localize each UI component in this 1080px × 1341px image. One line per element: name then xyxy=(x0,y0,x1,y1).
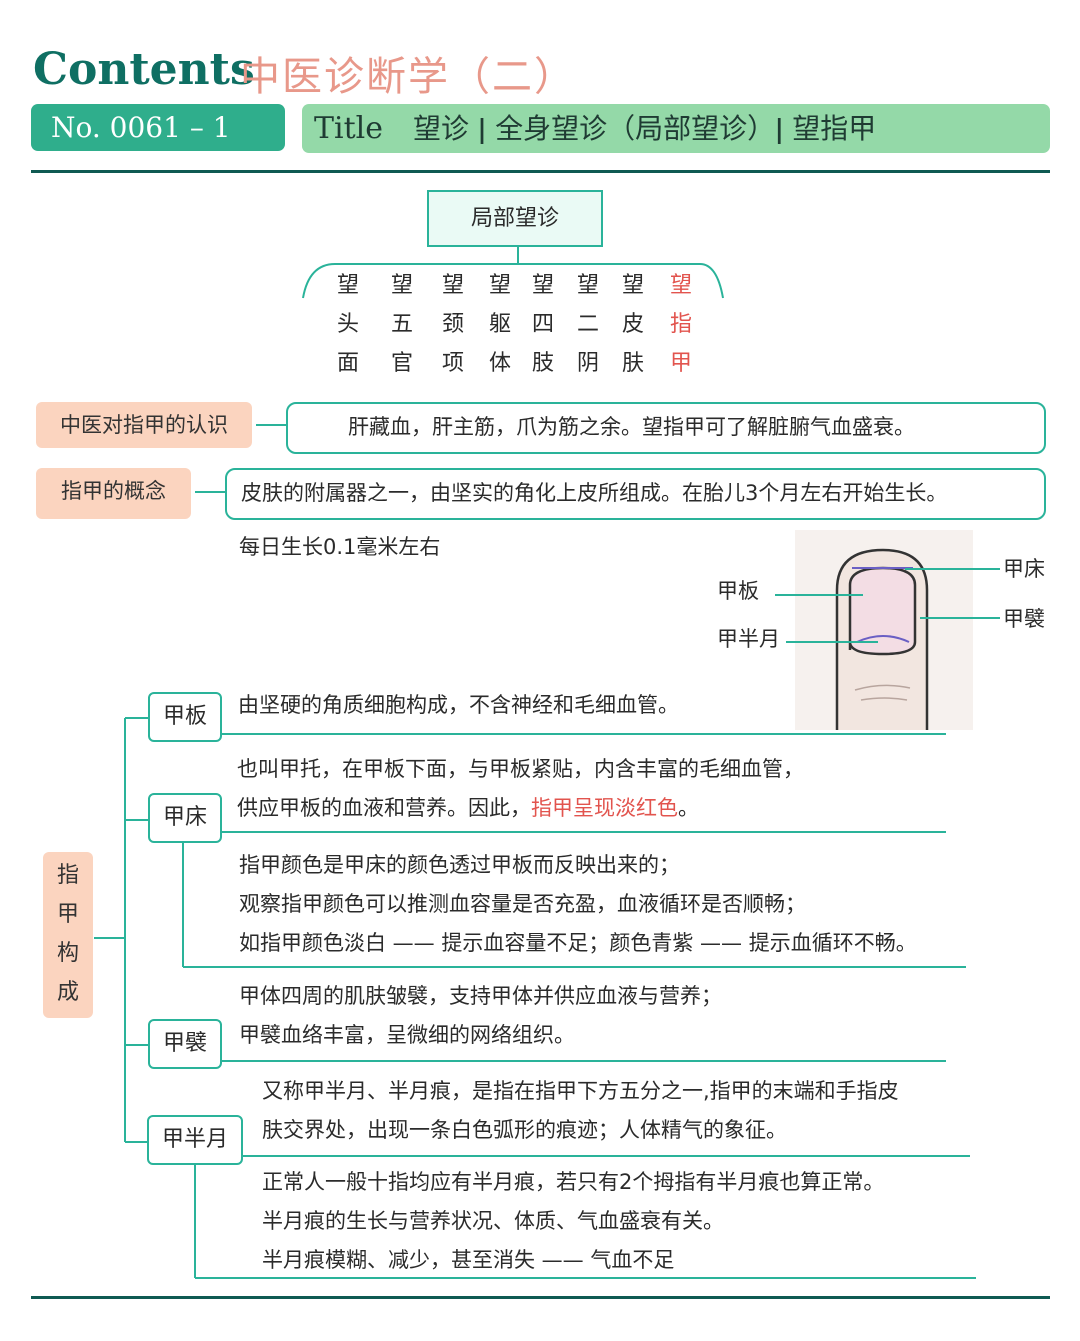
branch-column: 望五官 xyxy=(387,266,417,383)
growth-rate-text: 每日生长0.1毫米左右 xyxy=(239,535,441,559)
branch-char: 肢 xyxy=(531,351,554,376)
branch-char: 四 xyxy=(531,312,554,337)
footer-divider xyxy=(31,1296,1050,1299)
nail-plate-label: 甲板 xyxy=(717,579,759,603)
connector-line xyxy=(195,491,225,493)
branch-char: 五 xyxy=(390,312,413,337)
nail-bed-label: 甲床 xyxy=(1003,557,1045,581)
branch-column: 望头面 xyxy=(333,266,363,383)
branch-column: 望四肢 xyxy=(528,266,558,383)
branch-column: 望颈项 xyxy=(438,266,468,383)
lunula-sub-line: 半月痕的生长与营养状况、体质、气血盛衰有关。 xyxy=(262,1209,724,1233)
title-label: Title xyxy=(314,111,384,146)
pointer-line xyxy=(920,617,1000,619)
branch-char: 颈 xyxy=(441,312,464,337)
pointer-line xyxy=(775,594,863,596)
branch-char: 体 xyxy=(488,351,511,376)
subject-title: 中医诊断学（二） xyxy=(240,54,576,100)
nail-bed-sub-line: 观察指甲颜色可以推测血容量是否充盈，血液循环是否顺畅； xyxy=(239,892,806,916)
branch-char: 肤 xyxy=(621,351,644,376)
root-node: 局部望诊 xyxy=(427,190,603,247)
branch-char: 望 xyxy=(441,273,464,298)
nail-bed-desc-line: 供应甲板的血液和营养。因此，指甲呈现淡红色。 xyxy=(237,789,699,828)
branch-column: 望躯体 xyxy=(485,266,515,383)
branch-char: 望 xyxy=(621,273,644,298)
node-lunula: 甲半月 xyxy=(147,1115,243,1165)
branch-char: 望 xyxy=(531,273,554,298)
branch-char: 望 xyxy=(488,273,511,298)
node-nail-plate: 甲板 xyxy=(148,692,222,742)
pointer-line xyxy=(786,641,878,643)
structure-title-char: 甲 xyxy=(56,902,79,927)
lunula-label: 甲半月 xyxy=(717,627,780,651)
structure-title-char: 成 xyxy=(56,980,79,1005)
nail-bed-highlight: 指甲呈现淡红色 xyxy=(531,796,678,820)
branch-column: 望二阴 xyxy=(573,266,603,383)
header-divider xyxy=(31,170,1050,173)
structure-title: 指 甲 构 成 xyxy=(43,852,93,1018)
pointer-line xyxy=(905,568,1000,570)
branch-char: 阴 xyxy=(576,351,599,376)
recognition-label: 中医对指甲的认识 xyxy=(36,402,252,448)
branch-char: 头 xyxy=(336,312,359,337)
nail-plate-desc: 由坚硬的角质细胞构成，不含神经和毛细血管。 xyxy=(238,693,679,717)
lunula-desc-line: 又称甲半月、半月痕，是指在指甲下方五分之一,指甲的末端和手指皮 xyxy=(262,1079,899,1103)
branch-char: 望 xyxy=(669,273,692,298)
node-nail-fold: 甲襞 xyxy=(148,1019,222,1069)
nail-bed-text: 供应甲板的血液和营养。因此， xyxy=(237,796,531,820)
nail-bed-sub-line: 指甲颜色是甲床的颜色透过甲板而反映出来的； xyxy=(239,853,680,877)
branch-column: 望皮肤 xyxy=(618,266,648,383)
branch-char: 皮 xyxy=(621,312,644,337)
lunula-sub-line: 半月痕模糊、减少，甚至消失 —— 气血不足 xyxy=(262,1248,675,1272)
concept-label: 指甲的概念 xyxy=(36,468,191,519)
branch-char: 官 xyxy=(390,351,413,376)
recognition-text: 肝藏血，肝主筋，爪为筋之余。望指甲可了解脏腑气血盛衰。 xyxy=(286,402,1046,454)
nail-bed-sub-line: 如指甲颜色淡白 —— 提示血容量不足；颜色青紫 —— 提示血循环不畅。 xyxy=(239,931,917,955)
structure-title-char: 构 xyxy=(56,941,79,966)
branch-char: 躯 xyxy=(488,312,511,337)
lunula-desc-line: 肤交界处，出现一条白色弧形的痕迹；人体精气的象征。 xyxy=(262,1118,787,1142)
structure-title-char: 指 xyxy=(56,863,79,888)
branch-column: 望指甲 xyxy=(666,266,696,383)
nail-bed-desc-line: 也叫甲托，在甲板下面，与甲板紧贴，内含丰富的毛细血管， xyxy=(237,757,804,781)
branch-char: 面 xyxy=(336,351,359,376)
node-nail-bed: 甲床 xyxy=(148,793,222,843)
nail-bed-text: 。 xyxy=(678,796,699,820)
branch-char: 望 xyxy=(390,273,413,298)
nail-fold-desc-line: 甲襞血络丰富，呈微细的网络组织。 xyxy=(239,1023,575,1047)
branch-char: 指 xyxy=(669,312,692,337)
concept-text: 皮肤的附属器之一，由坚实的角化上皮所组成。在胎儿3个月左右开始生长。 xyxy=(225,468,1046,520)
nail-fold-label: 甲襞 xyxy=(1003,607,1045,631)
branch-char: 甲 xyxy=(669,351,692,376)
lunula-sub-line: 正常人一般十指均应有半月痕，若只有2个拇指有半月痕也算正常。 xyxy=(262,1170,885,1194)
connector-line xyxy=(256,424,286,426)
title-text: 望诊 ǀ 全身望诊（局部望诊）ǀ 望指甲 xyxy=(413,112,877,145)
branch-char: 项 xyxy=(441,351,464,376)
contents-label: Contents xyxy=(33,44,255,95)
nail-fold-desc-line: 甲体四周的肌肤皱襞，支持甲体并供应血液与营养； xyxy=(239,984,722,1008)
fingernail-illustration xyxy=(795,530,973,730)
document-number: No. 0061 – 1 xyxy=(31,104,285,151)
branch-char: 望 xyxy=(336,273,359,298)
title-bar: Title 望诊 ǀ 全身望诊（局部望诊）ǀ 望指甲 xyxy=(302,104,1050,153)
branch-char: 望 xyxy=(576,273,599,298)
branch-char: 二 xyxy=(576,312,599,337)
bracket-connector xyxy=(302,246,724,299)
